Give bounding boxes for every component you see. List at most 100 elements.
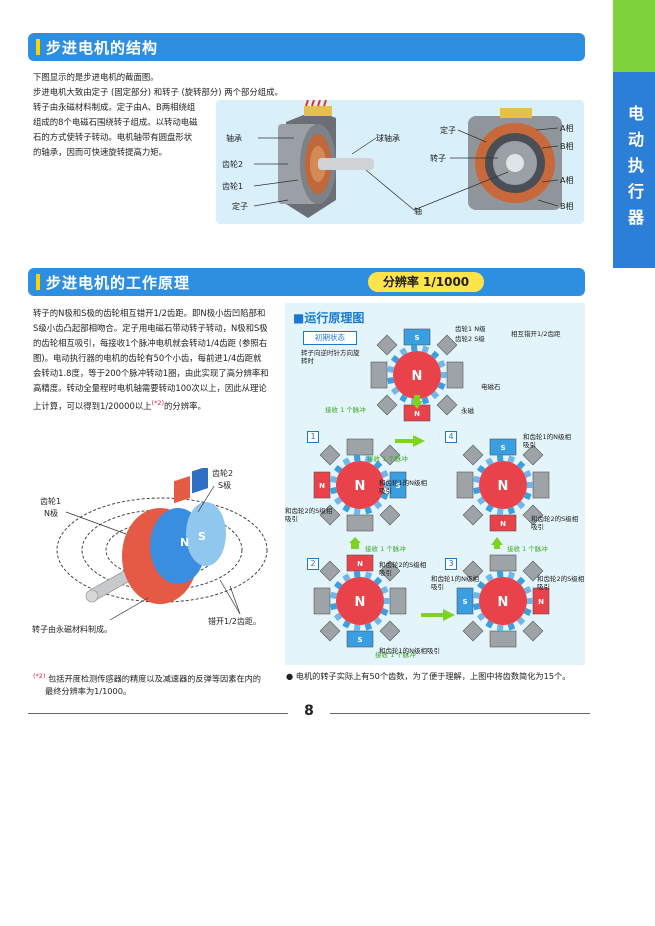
label-gear2: 齿轮2 (222, 160, 244, 169)
rotor-magnet-illustration: 齿轮2 S极 齿轮1 N极 转子由永磁材料制成。 错开1/2齿距。 N S (30, 466, 280, 638)
paragraph-line: 组成的8个电磁石围绕转子组成。以转动电磁 (33, 117, 198, 127)
label-permanent-magnet: 永磁 (461, 407, 474, 415)
label-offset-half: 相互错开1/2齿距 (511, 330, 561, 338)
rotor-step1-tooth (342, 457, 351, 466)
rotor-step2-tooth (364, 571, 373, 580)
rotor-step3-rotor-n: N (498, 595, 509, 610)
rotor-step1-tooth (364, 455, 373, 464)
rotor-step4-stator-diag (522, 444, 544, 466)
rotor-step4-pole-letter: N (500, 520, 506, 528)
rotor-initial-stator-diag (436, 394, 458, 416)
rotor-step4-tooth (523, 470, 532, 478)
rotor-step1-pole-letter: S (395, 482, 400, 490)
rotor-initial-pole-letter: S (414, 334, 419, 342)
rotor-step2-tooth (353, 570, 361, 578)
arrow-init-down (411, 395, 423, 409)
rotor-step4-stator-diag (522, 504, 544, 526)
rotor-step3-pole-letter: S (462, 598, 467, 606)
rotor-step4-tooth (473, 487, 481, 495)
structure-body: 转子由永磁材料制成。定子由A、B两相绕组 组成的8个电磁石围绕转子组成。以转动电… (33, 100, 213, 160)
paragraph-line: 转子的N极和S极的齿轮相互错开1/2齿距。即N极小齿凹陷部和 (33, 308, 266, 318)
rotor-step1-tooth (353, 508, 361, 516)
rotor-initial-pole-letter: N (414, 410, 420, 418)
rotor-n-block (174, 476, 190, 504)
paragraph-line: 转子由永磁材料制成。定子由A、B两相绕组 (33, 102, 196, 112)
section-title-structure: 步进电机的结构 (46, 38, 159, 57)
bullet-note: ● 电机的转子实际上有50个齿数，为了便于理解，上图中将齿数简化为15个。 (286, 670, 591, 682)
label-b-phase-2: B相 (560, 202, 574, 211)
section-marker (36, 39, 40, 55)
paragraph-line: 会转动1.8度，等于200个脉冲转动1圈，由此实现了高分辨率和 (33, 368, 269, 378)
paragraph-line: 图)。电动执行器的电机的齿轮有50个小齿，每前进1/4齿距就 (33, 353, 262, 363)
pulse-label-2to3: 接收 1 个脉冲 (375, 651, 416, 659)
rotor-step4-tooth (476, 496, 486, 506)
rotor-step2-stator-diag (319, 620, 341, 642)
rotor-step4-tooth (527, 482, 533, 488)
rotor-step2-stator-diag (379, 620, 401, 642)
footnote-line1: 包括开度检测传感器的精度以及减速器的反弹等因素在内的 (48, 673, 261, 684)
rotor-step2-stator-pole (346, 630, 374, 648)
rotor-step1-tooth (373, 460, 383, 470)
illustration-leader-lines (65, 485, 241, 621)
paragraph-line: 步进电机大致由定子 (固定部分) 和转子 (旋转部分) 两个部分组成。 (33, 87, 283, 97)
rotor-initial-tooth (421, 345, 430, 354)
rotor-initial-tooth (410, 344, 418, 352)
label-magnet-material: 转子由永磁材料制成。 (32, 625, 112, 634)
rotor-step1-tooth (353, 454, 361, 462)
rotor-step4-tooth (496, 454, 504, 462)
rotor-step3-tooth (496, 624, 504, 632)
rotor-drawing (56, 466, 268, 621)
rotor-initial-tooth (437, 360, 446, 368)
rotor-step4-stator-diag (462, 444, 484, 466)
rotor-step2-stator-pole (389, 587, 407, 615)
rotor-step2-tooth (373, 616, 383, 626)
rotor-step1-pole-letter: N (319, 482, 325, 490)
rotor-step2-tooth (373, 576, 383, 586)
rotor-step3-stator-pole (456, 587, 474, 615)
rotor-step2-pole-letter: S (357, 636, 362, 644)
rotor-step2-tooth (342, 573, 351, 582)
paragraph-line: 石的方式使转子转动。电机轴带有圆盘形状 (33, 132, 193, 142)
label-step3-attract-s: 和齿轮2的S级相吸引 (537, 575, 585, 591)
rotor-step2-tooth (384, 598, 390, 604)
rotor-step2-tooth (330, 591, 338, 599)
rotor-initial-tooth (437, 382, 446, 390)
label-gear1: 齿轮1 (222, 182, 244, 191)
label-stator-left: 定子 (232, 202, 248, 211)
step-number-3: 3 (445, 558, 457, 570)
rotor-step2-tooth (380, 608, 389, 616)
rotor-step2-tooth (330, 603, 338, 611)
rotor-step4-tooth (496, 508, 504, 516)
rotor-initial-tooth (390, 386, 400, 396)
section-marker (36, 274, 40, 290)
rotor-step1-stator-diag (319, 504, 341, 526)
label-step2-attract-n: 和齿轮1的N级相吸引 (379, 647, 440, 655)
rotor-initial-tooth (430, 350, 440, 360)
side-tab-category[interactable]: 电动执行器 (613, 72, 655, 268)
rotor-step2-pole-letter: N (357, 560, 363, 568)
label-gear1-n: 齿轮1 N级 (455, 325, 486, 333)
label-step4-attract-n: 和齿轮1的N级相吸引 (523, 433, 571, 449)
arrow-2-to-3 (421, 609, 455, 621)
paragraph-text: 的分辨率。 (164, 400, 206, 411)
rotor-step3-tooth (476, 612, 486, 622)
rotor-step3-stator-pole (489, 554, 517, 572)
footnote-ref[interactable]: (*2) (151, 399, 165, 407)
rotor-step2-tooth (364, 622, 373, 631)
rotor-step3-tooth (523, 608, 532, 616)
paragraph-line: 的轴承，因而可快速旋转提高力矩。 (33, 147, 167, 157)
rotor-step1-stator-diag (379, 444, 401, 466)
rotor-step3-tooth (485, 573, 494, 582)
rotor-step1-stator-pole (313, 471, 331, 499)
resolution-badge: 分辨率 1/1000 (368, 272, 484, 292)
rotor-s-letter: S (198, 530, 206, 543)
side-tab-label: 电动执行器 (625, 105, 644, 235)
rotor-step3-tooth (473, 591, 481, 599)
rotor-step2-tooth (342, 620, 351, 629)
label-stator-right: 定子 (440, 126, 456, 135)
bullet-icon: ● (286, 671, 294, 681)
page-number: 8 (304, 703, 314, 719)
rotor-step1-tooth (333, 496, 343, 506)
